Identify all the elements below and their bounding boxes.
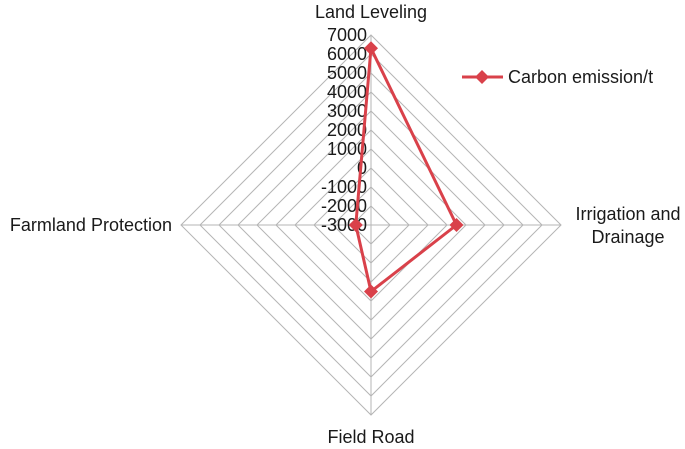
tick-label: -1000 bbox=[321, 177, 367, 197]
category-label-line: Land Leveling bbox=[315, 2, 427, 22]
legend: Carbon emission/t bbox=[462, 67, 653, 87]
legend-marker bbox=[475, 70, 489, 84]
legend-label: Carbon emission/t bbox=[508, 67, 653, 87]
category-label: Farmland Protection bbox=[10, 215, 172, 235]
tick-label: 5000 bbox=[327, 63, 367, 83]
data-point-marker bbox=[348, 218, 363, 232]
tick-label: 2000 bbox=[327, 120, 367, 140]
tick-label: 7000 bbox=[327, 25, 367, 45]
category-label-line: Drainage bbox=[591, 227, 664, 247]
tick-label: 4000 bbox=[327, 82, 367, 102]
series-layer bbox=[348, 41, 464, 299]
radar-spokes bbox=[181, 35, 561, 415]
data-point-marker bbox=[449, 218, 464, 232]
radial-tick-labels: -3000-2000-10000100020003000400050006000… bbox=[321, 25, 367, 235]
tick-label: -2000 bbox=[321, 196, 367, 216]
category-label-line: Field Road bbox=[327, 427, 414, 447]
tick-label: 1000 bbox=[327, 139, 367, 159]
tick-label: 3000 bbox=[327, 101, 367, 121]
category-label-line: Irrigation and bbox=[575, 204, 680, 224]
category-label-line: Farmland Protection bbox=[10, 215, 172, 235]
tick-label: 6000 bbox=[327, 44, 367, 64]
data-point-marker bbox=[364, 41, 378, 56]
category-label: Field Road bbox=[327, 427, 414, 447]
data-point-marker bbox=[364, 284, 378, 299]
category-label: Land Leveling bbox=[315, 2, 427, 22]
